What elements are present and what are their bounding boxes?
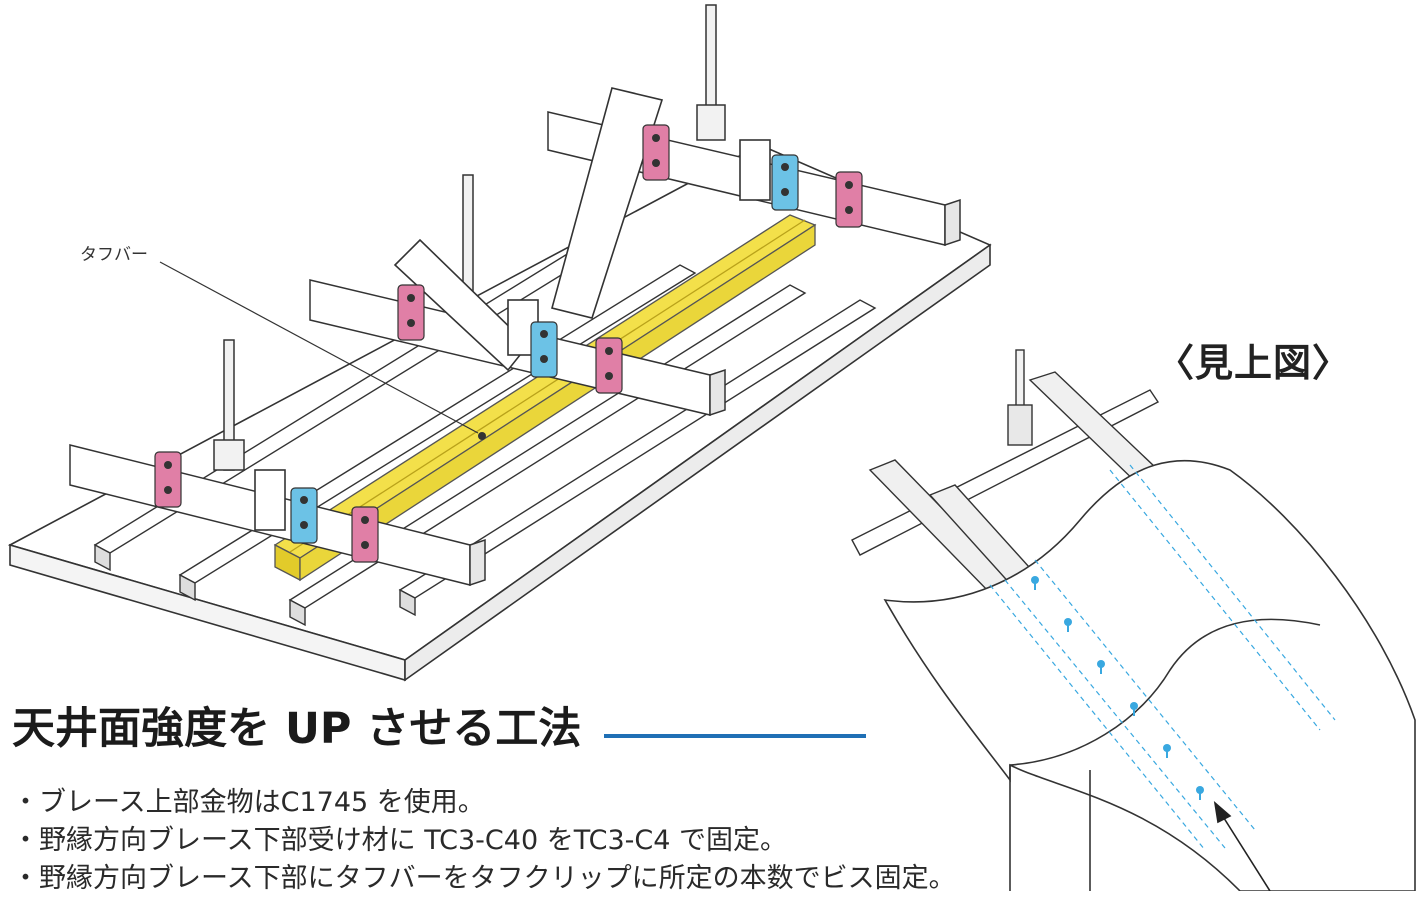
- blue-clips: [290, 154, 799, 544]
- blue-clip-screws: [300, 163, 789, 529]
- spec-bullet-list: ・ブレース上部金物はC1745 を使用。 ・野縁方向ブレース下部受け材に TC3…: [12, 784, 956, 898]
- pink-clip-screws: [164, 134, 853, 549]
- bullet-item: ・野縁方向ブレース下部にタフバーをタフクリップに所定の本数でビス固定。: [12, 863, 956, 894]
- section-heading: 天井面強度を UP させる工法: [12, 704, 582, 754]
- bottom-up-view-title: 〈見上図〉: [1156, 341, 1352, 385]
- tough-bar-leader-line: [159, 261, 479, 434]
- heading-rule: [604, 734, 866, 738]
- bullet-item: ・野縁方向ブレース下部受け材に TC3-C40 をTC3-C4 で固定。: [12, 825, 788, 856]
- bottom-view-arrow: [1213, 800, 1271, 891]
- hanger-bolts: [213, 4, 726, 471]
- leader-dot: [478, 432, 486, 440]
- bullet-item: ・ブレース上部金物はC1745 を使用。: [12, 787, 485, 818]
- bottom-view-board: [883, 459, 1416, 891]
- bottom-view-screws: [1031, 576, 1204, 800]
- pink-clips: [154, 124, 863, 563]
- tough-bar-label: タフバー: [80, 245, 148, 265]
- bottom-view-hidden-lines: [989, 464, 1336, 851]
- tough-bar: [273, 214, 817, 582]
